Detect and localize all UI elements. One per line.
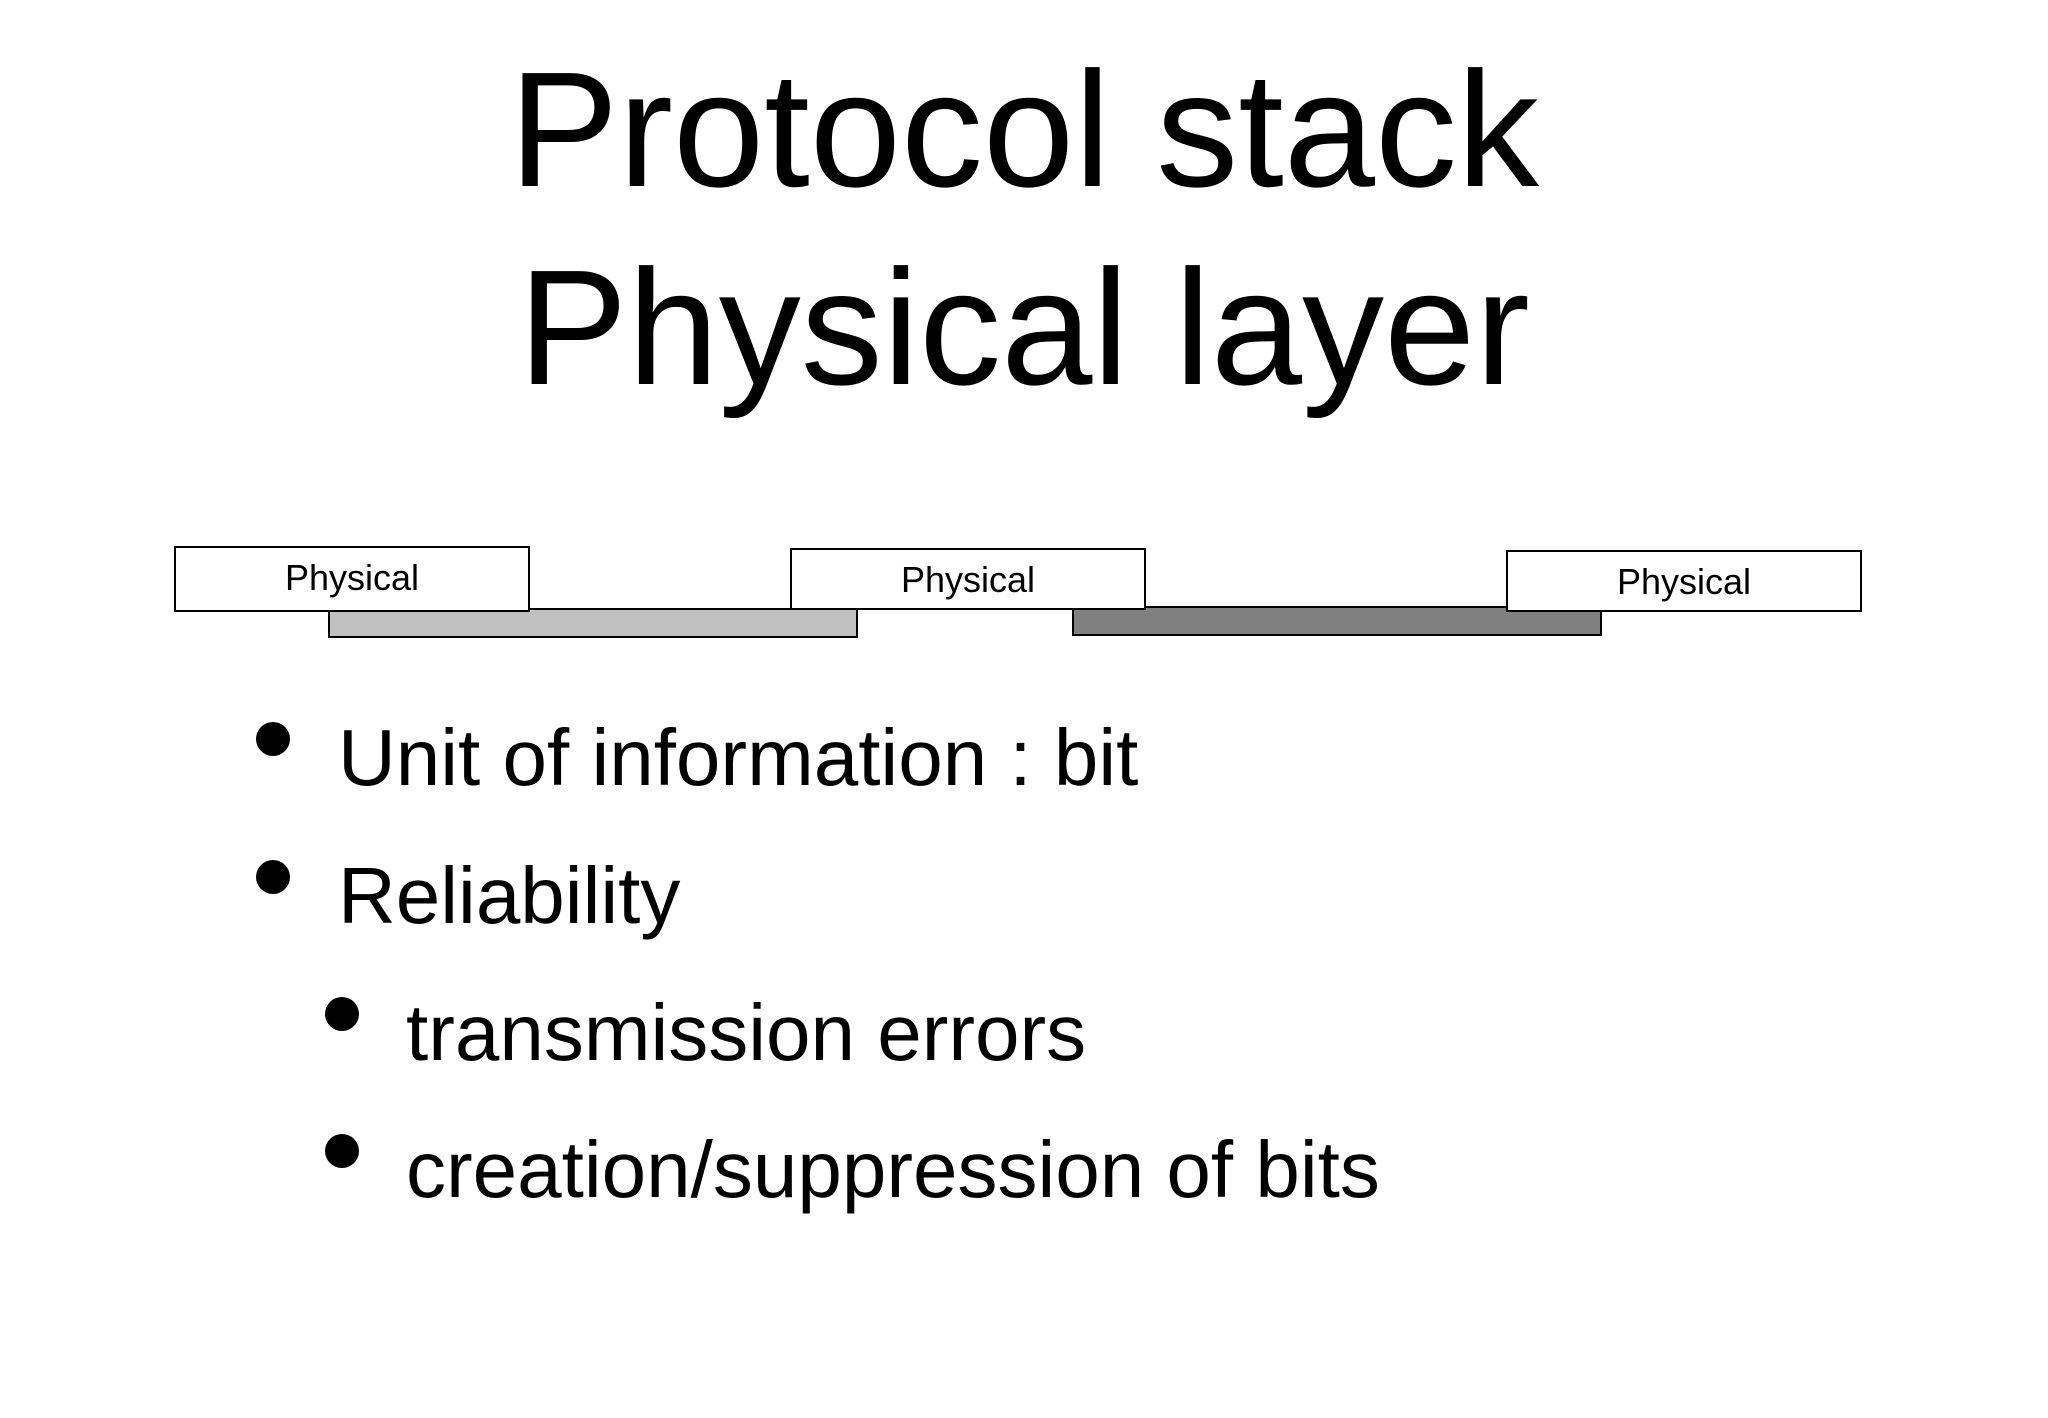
physical-node-left: Physical xyxy=(174,546,530,612)
sub-bullet-point-icon xyxy=(325,1134,359,1168)
slide-title-line-2: Physical layer xyxy=(518,236,1530,419)
slide-title-line-1: Protocol stack xyxy=(509,38,1539,221)
sub-bullet-point-icon xyxy=(325,997,359,1031)
bullet-point-icon xyxy=(256,722,290,756)
physical-node-middle: Physical xyxy=(790,548,1146,610)
bullet-unit-of-information: Unit of information : bit xyxy=(338,713,1139,802)
link-left xyxy=(328,608,858,638)
sub-bullet-creation-suppression: creation/suppression of bits xyxy=(406,1125,1380,1214)
physical-node-right: Physical xyxy=(1506,550,1862,612)
bullet-reliability: Reliability xyxy=(338,851,681,940)
bullet-point-icon xyxy=(256,860,290,894)
sub-bullet-transmission-errors: transmission errors xyxy=(406,988,1087,1077)
